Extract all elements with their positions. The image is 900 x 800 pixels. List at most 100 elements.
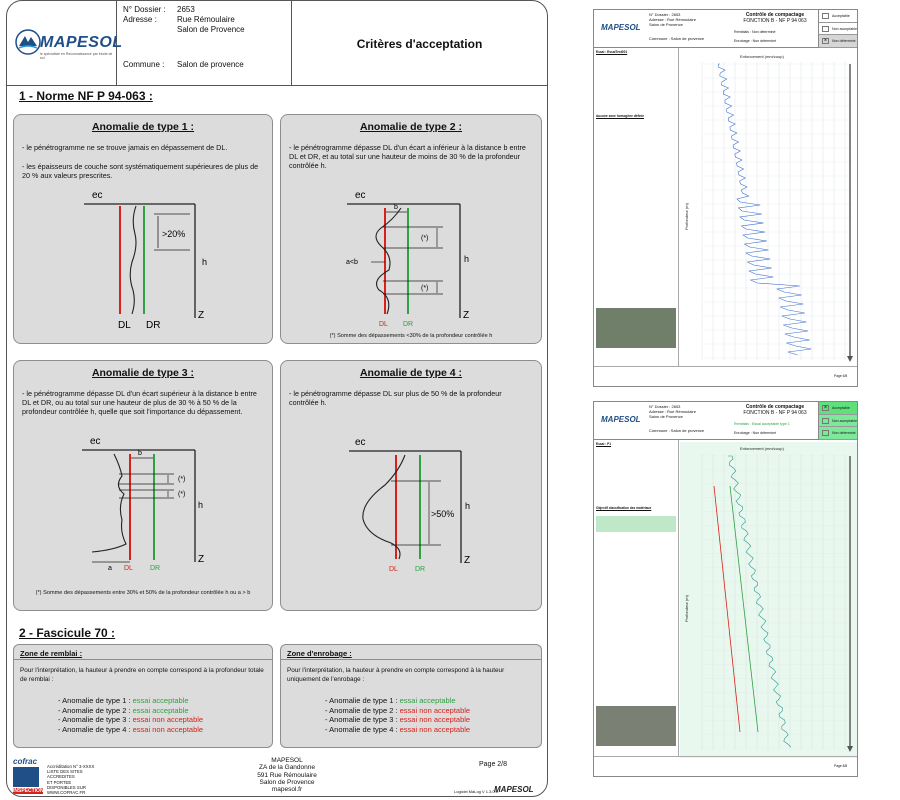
type3-text: - le pénétrogramme dépasse DL d'un écart… — [22, 389, 257, 417]
thumb2-zone-label: Objectif classification des matériaux — [596, 506, 652, 510]
report-thumbnail-2[interactable]: MAPESOL N° Dossier : 2653 Adresse : Rue … — [593, 401, 858, 777]
chart-background — [680, 442, 857, 758]
type1-diagram: ec >20% h Z DL DR — [84, 190, 207, 331]
dossier-value: 2653 — [177, 5, 195, 14]
enrobage-item: - Anomalie de type 4 : essai non accepta… — [325, 724, 471, 734]
remblai-item: - Anomalie de type 2 : essai acceptable — [58, 705, 189, 715]
report-thumbnail-1[interactable]: MAPESOL N° Dossier : 2653 Adresse : Rue … — [593, 9, 858, 387]
type4-ec: ec — [355, 437, 366, 448]
thumb2-header: MAPESOL N° Dossier : 2653 Adresse : Rue … — [594, 402, 857, 440]
cofrac-mark-icon — [13, 767, 39, 787]
type3-star1: (*) — [178, 476, 185, 483]
chart-dr-line — [729, 485, 759, 733]
type3-penetrogram — [91, 453, 127, 553]
cofrac-text: cofrac — [13, 757, 38, 766]
type3-b: b — [138, 450, 142, 457]
probe-tip-icon — [847, 356, 853, 362]
commune-value: Salon de provence — [177, 60, 244, 69]
thumb1-status-non-determine: ×Non déterminé — [819, 35, 857, 48]
type1-pct: >20% — [162, 229, 185, 239]
type4-penetrogram — [362, 454, 406, 560]
commune-label: Commune : — [123, 60, 165, 69]
thumb2-aerial-map — [596, 706, 676, 746]
anomaly-type3-box: Anomalie de type 3 : - le pénétrogramme … — [13, 360, 273, 611]
type4-h: h — [465, 501, 470, 511]
footer-logo: MAPESOL — [494, 785, 534, 794]
thumb1-info: N° Dossier : 2653 Adresse : Rue Rémoulai… — [649, 12, 705, 41]
accreditation-text: Accréditation N° 3-XXXX LISTE DES SITES … — [47, 764, 95, 796]
type4-dl: DL — [389, 566, 398, 573]
type2-a: a<b — [346, 259, 358, 266]
chart-background — [680, 50, 857, 368]
type3-note: (*) Somme des dépassements entre 30% et … — [35, 590, 251, 596]
software-version: Logiciel MaLog V 1.3.0.0 — [454, 789, 499, 794]
thumb2-status-acceptable: ×Acceptable — [819, 402, 857, 415]
page-number: Page 2/8 — [479, 761, 508, 768]
adresse-line1: Rue Rémoulaire — [177, 15, 235, 24]
type3-dl: DL — [124, 565, 133, 572]
cofrac-logo: cofrac INSPECTION — [13, 757, 44, 795]
thumb2-title: Contrôle de compactage FONCTION B - NF P… — [734, 404, 807, 435]
brand-subtitle: le spécialiste en Reconnaissance par étu… — [40, 52, 113, 60]
type4-dr: DR — [415, 566, 425, 573]
thumb2-status-non-determine: Non déterminé — [819, 427, 857, 440]
page-footer: cofrac INSPECTION Accréditation N° 3-XXX… — [7, 753, 547, 796]
type2-dl: DL — [379, 321, 388, 328]
enrobage-item: - Anomalie de type 2 : essai non accepta… — [325, 705, 471, 715]
type1-dl: DL — [118, 320, 131, 331]
chart-title: Enfoncement (mm/coup) — [740, 54, 784, 59]
enrobage-intro: Pour l'interprétation, la hauteur à pren… — [287, 667, 505, 683]
thumb2-status-non-acceptable: Non acceptable — [819, 414, 857, 428]
thumb2-chart: Enfoncement (mm/coup) Profondeur (m) — [680, 442, 857, 758]
anomaly-type4-box: Anomalie de type 4 : - le pénétrogramme … — [280, 360, 542, 611]
thumb2-info: N° Dossier : 2653 Adresse : Rue Rémoulai… — [649, 404, 705, 433]
type3-diagram: ec b (*) (*) a h Z DL DR — [82, 436, 204, 572]
type2-b: b — [394, 204, 398, 211]
criteria-page: MAPESOL le spécialiste en Reconnaissance… — [6, 0, 548, 797]
type3-star2: (*) — [178, 491, 185, 498]
type2-diagram: ec b (*) (*) a<b h Z DL DR — [346, 190, 469, 328]
company-address: MAPESOL ZA de la Gandonne 591 Rue Rémoul… — [257, 757, 317, 794]
thumb2-essai: Essai : P1 — [596, 442, 612, 446]
type4-pct: >50% — [431, 509, 454, 519]
type4-text: - le pénétrogramme dépasse DL sur plus d… — [289, 389, 502, 408]
remblai-list: - Anomalie de type 1 : essai acceptable … — [58, 696, 203, 734]
section2-title: 2 - Fascicule 70 : — [19, 626, 116, 640]
section1-title: 1 - Norme NF P 94-063 : — [19, 89, 153, 103]
thumb1-header: MAPESOL N° Dossier : 2653 Adresse : Rue … — [594, 10, 857, 48]
chart-title: Enfoncement (mm/coup) — [740, 446, 784, 451]
type1-penetrogram — [129, 205, 137, 315]
chart-y-label: Profondeur (m) — [684, 594, 689, 622]
type4-diagram: ec >50% h Z DL DR — [349, 437, 470, 573]
adresse-line2: Salon de Provence — [177, 25, 245, 34]
zone-enrobage-box: Zone d'enrobage : Pour l'interprétation,… — [280, 644, 542, 748]
thumb1-zone-label: Aucune zone homogène définie — [596, 114, 644, 118]
type1-text1: - le pénétrogramme ne se trouve jamais e… — [22, 143, 228, 152]
brand-logo-text: MAPESOL — [40, 34, 123, 51]
type4-title: Anomalie de type 4 : — [359, 367, 463, 379]
type1-ec: ec — [92, 190, 103, 201]
type2-h: h — [464, 254, 469, 264]
enrobage-item: - Anomalie de type 1 : essai acceptable — [325, 696, 456, 705]
type2-note: (*) Somme des dépassements <30% de la pr… — [329, 333, 493, 339]
type4-z: Z — [464, 555, 470, 566]
type1-title: Anomalie de type 1 : — [91, 121, 195, 133]
thumb2-logo: MAPESOL — [601, 415, 641, 424]
type2-text: - le pénétrogramme dépasse DL d'un écart… — [289, 143, 526, 171]
thumb1-logo: MAPESOL — [601, 23, 641, 32]
thumb1-essai: Essai : EssaiTest001 — [596, 50, 628, 54]
thumb2-classification-table — [596, 516, 676, 532]
type2-star2: (*) — [421, 285, 428, 292]
thumb1-footer: Page 6/8 — [594, 366, 857, 386]
remblai-title: Zone de remblai : — [14, 645, 272, 660]
type1-h: h — [202, 257, 207, 267]
type2-star1: (*) — [421, 235, 428, 242]
type2-z: Z — [463, 310, 469, 321]
type3-title: Anomalie de type 3 : — [91, 367, 195, 379]
type2-title: Anomalie de type 2 : — [359, 121, 463, 133]
enrobage-title: Zone d'enrobage : — [281, 645, 541, 660]
thumb1-status-acceptable: Acceptable — [819, 10, 857, 23]
thumb1-chart: Enfoncement (mm/coup)Profondeur (m) — [680, 50, 857, 368]
chart-dl-line — [713, 485, 741, 733]
thumb2-footer: Page 8/8 — [594, 756, 857, 776]
